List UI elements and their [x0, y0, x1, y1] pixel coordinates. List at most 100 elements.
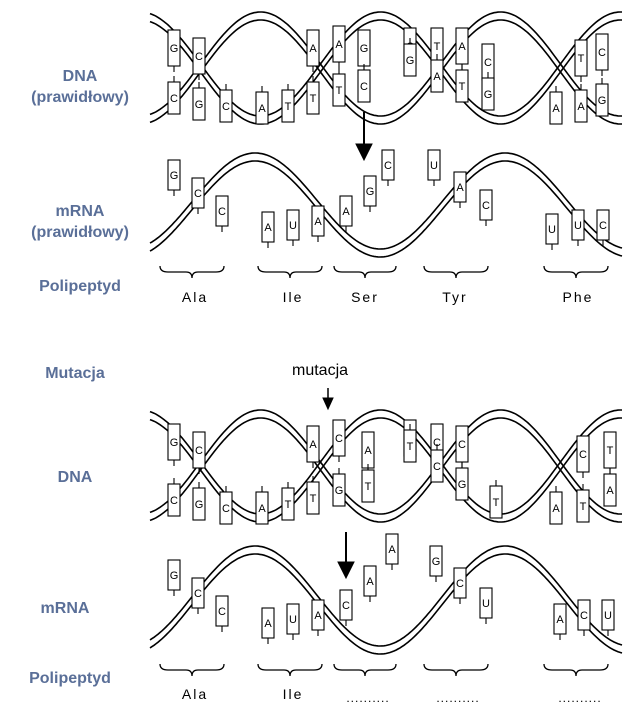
nucleotide-letter: C — [218, 206, 226, 218]
nucleotide-letter: C — [194, 588, 202, 600]
nucleotide-letter: C — [482, 200, 490, 212]
mrna-mutant-label: mRNA — [40, 600, 90, 617]
nucleotide-letter: C — [433, 461, 441, 473]
nucleotide: C — [215, 195, 229, 232]
nucleotide-letter: C — [598, 47, 606, 59]
nucleotide-letter: A — [556, 614, 564, 626]
codon-brace — [159, 663, 225, 677]
nucleotide-letter: T — [578, 53, 585, 65]
nucleotide: U — [601, 599, 615, 636]
nucleotide-letter: C — [384, 160, 392, 172]
nucleotide-letter: C — [360, 81, 368, 93]
codon-brace — [333, 265, 397, 279]
nucleotide: G — [455, 462, 469, 501]
nucleotide-letter: C — [342, 600, 350, 612]
nucleotide: G — [167, 159, 181, 196]
nucleotide: G — [167, 559, 181, 596]
nucleotide-letter: A — [606, 485, 614, 497]
nucleotide: T — [281, 84, 295, 123]
nucleotide-letter: A — [364, 445, 372, 457]
nucleotide-letter: A — [366, 576, 374, 588]
dna-mutant-label: DNA — [57, 469, 93, 486]
nucleotide-letter: C — [484, 57, 492, 69]
nucleotide: C — [167, 478, 181, 517]
mutation-side-label: Mutacja — [45, 365, 105, 382]
nucleotide: C — [192, 431, 206, 474]
codon-brace — [423, 663, 489, 677]
nucleotide: T — [306, 76, 320, 115]
nucleotide-letter: A — [264, 222, 272, 234]
nucleotide: G — [192, 82, 206, 121]
nucleotide-letter: T — [310, 93, 317, 105]
nucleotide: C — [455, 425, 469, 468]
nucleotide-letter: C — [195, 51, 203, 63]
nucleotide: A — [453, 171, 467, 208]
nucleotide: A — [311, 599, 325, 636]
nucleotide-letter: A — [264, 618, 272, 630]
mutation-arrow-head — [322, 397, 334, 411]
nucleotide-letter: U — [482, 598, 490, 610]
nucleotide-letter: G — [195, 499, 204, 511]
mrna-normal-label: mRNA (prawidłowy) — [10, 201, 150, 243]
nucleotide: A — [455, 27, 469, 70]
amino-acid: Ile — [282, 289, 304, 305]
nucleotide-letter: U — [548, 224, 556, 236]
nucleotide-letter: C — [170, 495, 178, 507]
codon-brace — [257, 265, 323, 279]
nucleotide: T — [603, 431, 617, 474]
nucleotide: C — [577, 599, 591, 636]
amino-acid-blank: .......... — [436, 691, 480, 705]
nucleotide-letter: A — [258, 503, 266, 515]
mrna-normal-label-line2: (prawidłowy) — [31, 224, 129, 241]
nucleotide: T — [489, 480, 503, 519]
nucleotide-letter: G — [170, 170, 179, 182]
codon-brace — [333, 663, 397, 677]
nucleotide: G — [403, 38, 417, 77]
codon-brace — [543, 663, 609, 677]
dna-normal-label-line2: (prawidłowy) — [31, 89, 129, 106]
nucleotide: A — [311, 205, 325, 242]
nucleotide: C — [576, 435, 590, 478]
codon-brace — [257, 663, 323, 677]
nucleotide: G — [192, 482, 206, 521]
nucleotide-letter: A — [309, 43, 317, 55]
nucleotide: C — [215, 595, 229, 632]
nucleotide: G — [332, 468, 346, 507]
nucleotide-letter: A — [458, 41, 466, 53]
mrna-normal-strand-2 — [149, 160, 623, 258]
nucleotide-letter: C — [170, 93, 178, 105]
nucleotide: A — [261, 607, 275, 644]
nucleotide: C — [357, 64, 371, 103]
nucleotide-letter: G — [170, 43, 179, 55]
arrow-head — [355, 143, 373, 162]
nucleotide-letter: A — [314, 610, 322, 622]
dna-normal-strand-a — [149, 11, 622, 117]
nucleotide-letter: C — [456, 578, 464, 590]
arrow-head — [337, 561, 355, 580]
dna-normal-label: DNA (prawidłowy) — [10, 66, 150, 108]
nucleotide: G — [595, 78, 609, 117]
nucleotide-letter: C — [599, 220, 607, 232]
nucleotide: T — [332, 68, 346, 107]
nucleotide-letter: G — [406, 55, 415, 67]
nucleotide: A — [553, 603, 567, 640]
amino-acid: Ile — [282, 686, 304, 702]
nucleotide-letter: C — [335, 433, 343, 445]
dna-normal-strand-a2 — [149, 19, 622, 125]
nucleotide-letter: G — [598, 95, 607, 107]
nucleotide: G — [167, 29, 181, 72]
nucleotide-letter: G — [170, 570, 179, 582]
nucleotide: C — [332, 419, 346, 462]
nucleotide-letter: C — [222, 101, 230, 113]
nucleotide-letter: A — [552, 503, 560, 515]
nucleotide: C — [339, 589, 353, 626]
nucleotide: T — [403, 424, 417, 463]
nucleotide-letter: C — [433, 437, 441, 449]
nucleotide-letter: G — [366, 186, 375, 198]
nucleotide-letter: C — [195, 445, 203, 457]
nucleotide: C — [191, 177, 205, 214]
nucleotide-letter: A — [335, 39, 343, 51]
nucleotide-letter: A — [433, 71, 441, 83]
amino-acid: Ala — [181, 686, 209, 702]
nucleotide-letter: A — [388, 544, 396, 556]
